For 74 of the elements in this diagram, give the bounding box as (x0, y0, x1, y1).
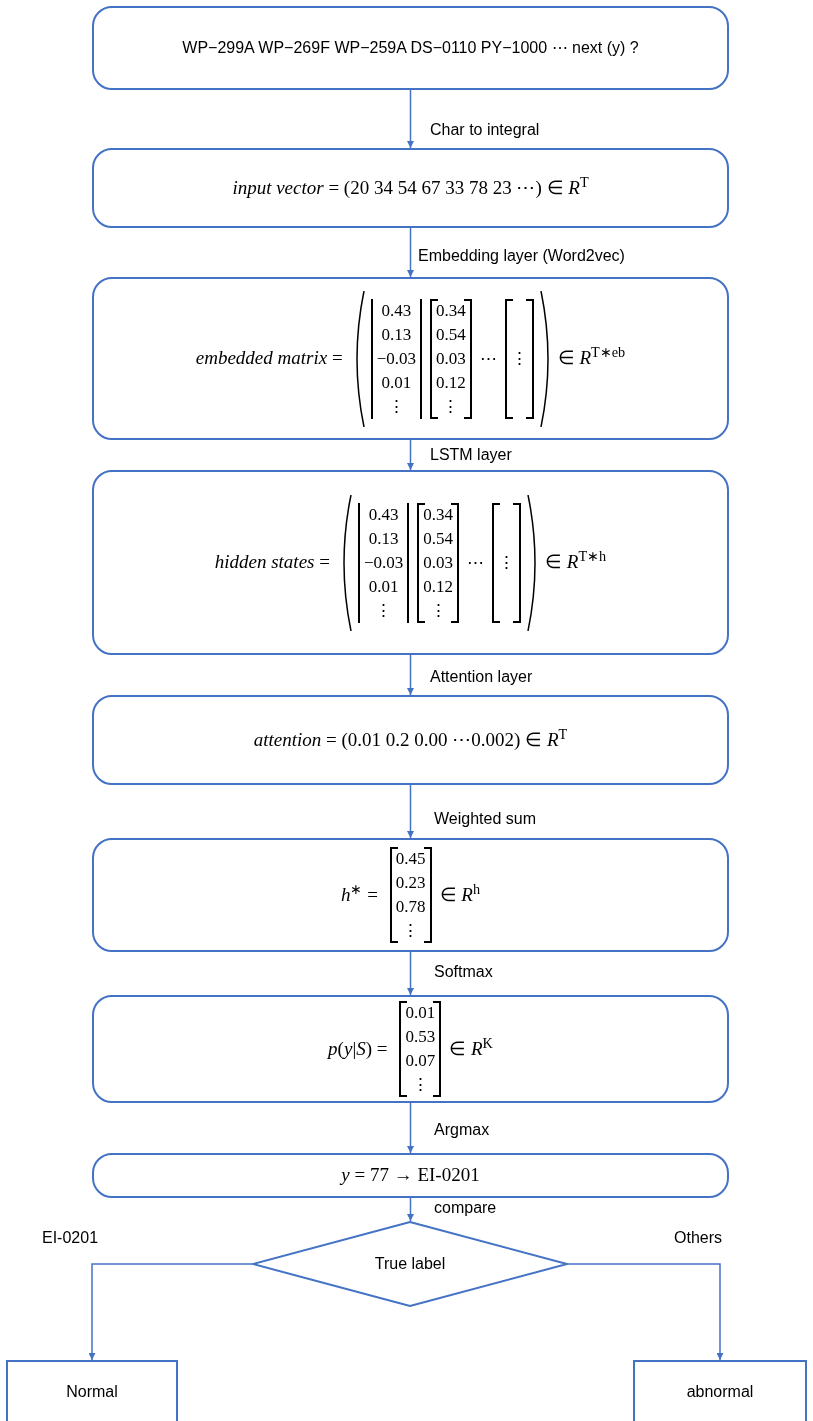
matrix-entry: ⋮ (441, 395, 461, 418)
process-box (92, 995, 729, 1103)
arrow (88, 1263, 253, 1361)
matrix-entry: 0.43 (380, 299, 413, 322)
formula-lhs: hidden states = (214, 550, 330, 575)
node-label: Normal (66, 1381, 118, 1402)
arrow (407, 227, 414, 278)
decision-diamond (252, 1221, 568, 1307)
formula: input vector = (20 34 54 67 33 78 23 ⋯) ∈ R$^{T}$ (232, 173, 589, 200)
formula-lhs: embedded matrix = (195, 346, 343, 371)
process-box (92, 148, 729, 228)
arrow (407, 951, 414, 996)
process-box (92, 277, 729, 440)
edge-label: Embedding layer (Word2vec) (416, 246, 627, 266)
matrix-entry: ⋮ (410, 1074, 430, 1096)
formula-rhs: ∈ R$^{K}$ (449, 1034, 493, 1061)
process-box (92, 1153, 729, 1198)
matrix-entry: 0.78 (395, 896, 426, 918)
matrix-entry: 0.12 (423, 575, 454, 598)
formula-rhs: ∈ R$^{T∗eb}$ (557, 344, 626, 371)
matrix-entry: 0.53 (405, 1026, 436, 1048)
matrix-entry: 0.03 (423, 551, 454, 574)
matrix-entry: −0.03 (363, 551, 404, 574)
matrix-entry: ⋮ (498, 551, 516, 574)
matrix-entry: 0.13 (367, 527, 400, 550)
matrix-entry: 0.54 (435, 323, 466, 346)
process-box (92, 470, 729, 655)
edge-label: Attention layer (428, 667, 535, 687)
matrix-entry: 0.01 (405, 1002, 436, 1024)
arrow (407, 784, 414, 839)
arrow (407, 654, 414, 696)
matrix-entry: ⋮ (374, 599, 394, 622)
matrix-entry: 0.01 (367, 575, 400, 598)
ellipsis: ⋯ (478, 347, 498, 370)
formula-lhs: h$^{∗}$ = (340, 880, 378, 907)
matrix-entry: ⋮ (428, 599, 448, 622)
arrow (567, 1263, 724, 1361)
formula-rhs: ∈ R$^{T∗h}$ (545, 548, 607, 575)
matrix-entry: 0.23 (395, 872, 426, 894)
matrix-entry: 0.13 (380, 323, 413, 346)
matrix-entry: ⋮ (386, 395, 406, 418)
formula: y = 77 → EI-0201 (341, 1163, 480, 1188)
matrix-entry: ⋮ (401, 920, 421, 942)
formula-lhs: p(y|S) = (328, 1036, 388, 1061)
terminal-box (633, 1360, 807, 1421)
matrix-entry: 0.34 (423, 503, 454, 526)
process-box (92, 838, 729, 952)
matrix-entry: 0.12 (435, 371, 466, 394)
arrow (407, 1102, 414, 1154)
matrix-entry: 0.43 (367, 503, 400, 526)
sequence-text: WP−299A WP−269F WP−259A DS−0110 PY−1000 ⋯ next (y) ? (182, 38, 639, 58)
terminal-box (6, 1360, 178, 1421)
matrix-entry: ⋮ (510, 347, 528, 370)
matrix-entry: 0.54 (423, 527, 454, 550)
matrix-entry: 0.45 (395, 848, 426, 870)
node-label: True label (374, 1254, 446, 1274)
matrix-entry: 0.03 (435, 347, 466, 370)
formula: attention = (0.01 0.2 0.00 ⋯0.002) ∈ R$^{T}$ (253, 725, 568, 752)
process-box (92, 695, 729, 785)
matrix-entry: 0.34 (435, 299, 466, 322)
matrix-entry: 0.07 (405, 1050, 436, 1072)
process-box (92, 6, 729, 90)
matrix-entry: 0.01 (380, 371, 413, 394)
arrow (407, 1197, 414, 1222)
formula-rhs: ∈ R$^{h}$ (439, 880, 481, 907)
node-label: abnormal (686, 1381, 754, 1402)
edge-label: Argmax (432, 1120, 492, 1140)
edge-label: LSTM layer (428, 445, 514, 465)
arrow (407, 439, 414, 471)
edge-label: Weighted sum (432, 809, 538, 829)
arrow (407, 89, 414, 149)
ellipsis: ⋯ (466, 551, 486, 574)
matrix-entry: −0.03 (376, 347, 416, 370)
edge-label: Char to integral (428, 120, 542, 140)
